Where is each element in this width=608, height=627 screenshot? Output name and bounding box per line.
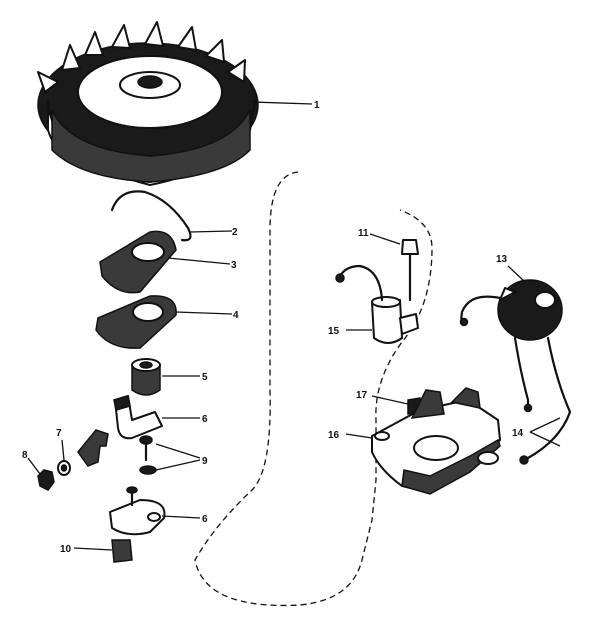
spring-clip <box>110 190 233 242</box>
nut <box>27 457 55 491</box>
group-boundary <box>194 171 433 607</box>
breaker-clip <box>371 395 421 415</box>
callout-6-lower: 6 <box>202 514 208 525</box>
callout-17: 17 <box>356 390 368 401</box>
callout-3: 3 <box>231 260 237 271</box>
callout-15: 15 <box>328 326 340 337</box>
callout-labels: 1 2 3 4 5 6 7 8 9 6 10 15 13 11 17 16 14 <box>22 100 524 555</box>
callout-1: 1 <box>314 100 320 111</box>
ignition-coil <box>497 265 563 341</box>
condenser <box>335 264 419 344</box>
flywheel-fins <box>37 21 246 93</box>
callout-9: 9 <box>202 456 208 467</box>
bushing <box>131 358 200 396</box>
bracket-plate <box>99 230 231 294</box>
callout-11: 11 <box>358 228 369 239</box>
callout-13: 13 <box>496 254 508 265</box>
callout-10: 10 <box>60 544 72 555</box>
terminal <box>73 539 133 563</box>
callout-16: 16 <box>328 430 340 441</box>
gasket <box>95 295 233 349</box>
contact-arm <box>77 429 109 467</box>
callout-5: 5 <box>202 372 208 383</box>
callout-6-upper: 6 <box>202 414 208 425</box>
breaker-base <box>345 387 501 495</box>
screw <box>139 435 201 475</box>
callout-4: 4 <box>233 310 239 321</box>
callout-14: 14 <box>512 428 524 439</box>
mount-plate <box>109 486 201 536</box>
points-bracket <box>113 395 200 440</box>
coil-leads <box>459 295 572 465</box>
flywheel <box>37 21 313 186</box>
callout-8: 8 <box>22 450 28 461</box>
callout-7: 7 <box>56 428 62 439</box>
mounting-screw <box>369 233 419 302</box>
callout-2: 2 <box>232 227 238 238</box>
washer <box>57 439 71 476</box>
